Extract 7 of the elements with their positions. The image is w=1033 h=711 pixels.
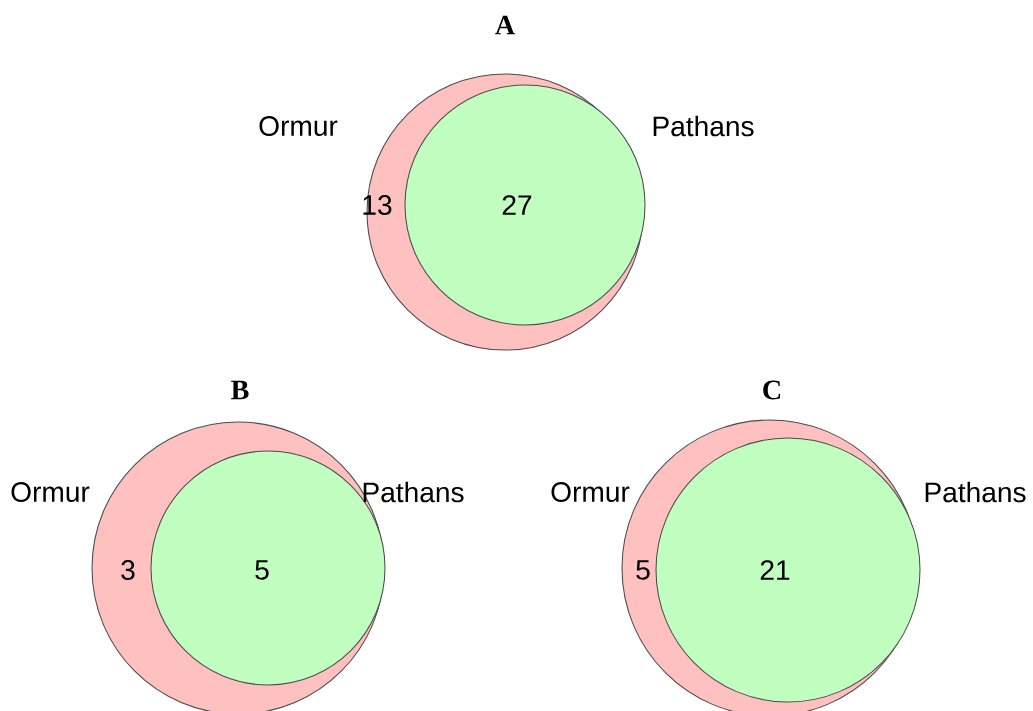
set-label: Ormur	[259, 116, 338, 136]
set-label: Pathans	[653, 115, 754, 137]
panel-title: B	[231, 380, 249, 400]
set-label: Pathans	[925, 481, 1026, 503]
panel-title: C	[763, 380, 780, 400]
panel-title: A	[495, 15, 515, 35]
set-label: Ormur	[11, 482, 90, 502]
